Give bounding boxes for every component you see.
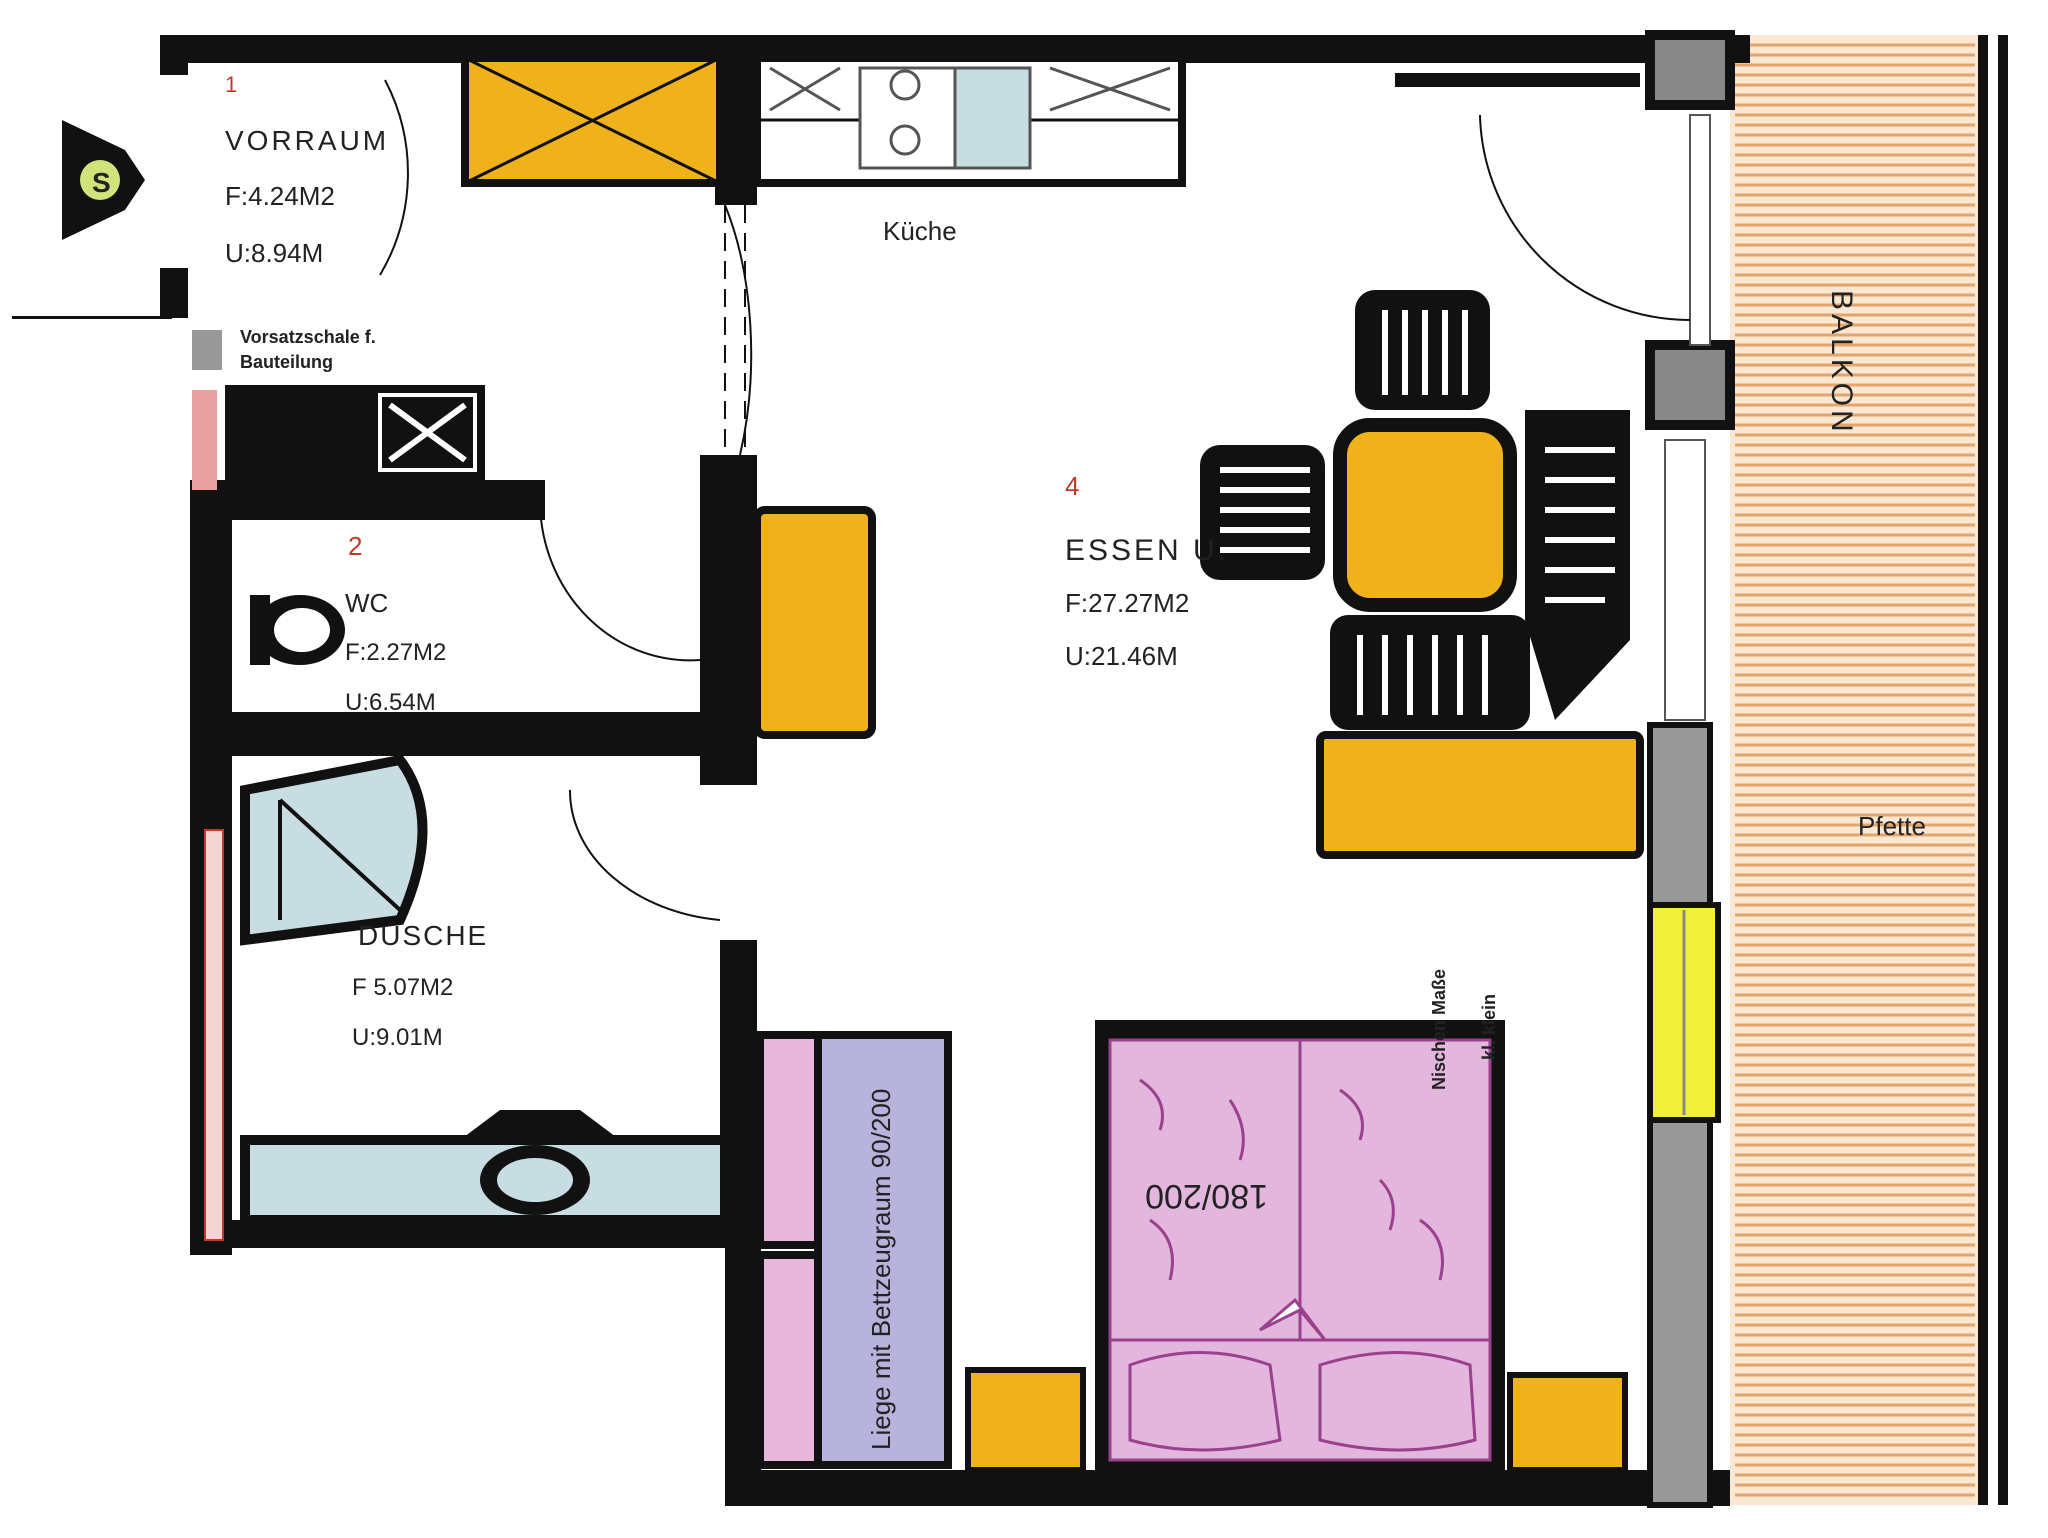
door-wc-swing [538, 499, 701, 662]
cabinet-wardrobe [753, 506, 876, 739]
pfette-label: Pfette [1858, 811, 1926, 841]
vorraum-name: VORRAUM [225, 125, 389, 156]
cabinets [753, 506, 1644, 1473]
sofa [756, 1031, 952, 1469]
essen-area: F:27.27M2 [1065, 588, 1189, 618]
door-kitchen-swing [724, 204, 753, 456]
wc-name: WC [345, 588, 388, 618]
sofa-label: Liege mit Bettzeugraum 90/200 [866, 1089, 896, 1450]
balcony-rail-outer [1998, 35, 2008, 1505]
chair-left [1200, 445, 1325, 580]
essen-perimeter: U:21.46M [1065, 641, 1178, 671]
balkon-label: BALKON [1825, 290, 1858, 436]
wall-mid-lower [700, 455, 757, 785]
balcony [1730, 35, 2008, 1505]
bed [1095, 1020, 1505, 1470]
wc-number: 2 [348, 531, 362, 561]
kueche-label: Küche [883, 216, 957, 246]
dusche-perimeter: U:9.01M [352, 1024, 443, 1051]
sanitary-wall-pink [192, 390, 217, 490]
note-line1: Nischen Maße [1429, 969, 1449, 1090]
window-right-upper [1689, 114, 1711, 346]
wall-entry-jamb-top [160, 35, 188, 75]
room-labels: 1 VORRAUM F:4.24M2 U:8.94M Küche Vorsatz… [225, 72, 1926, 1450]
nightstand-right [1507, 1372, 1628, 1473]
cabinet-sideboard [1316, 731, 1644, 859]
pillow-right [1318, 1351, 1477, 1452]
dusche-name: DUSCHE [358, 920, 488, 951]
kitchen [461, 54, 1186, 187]
vorraum-number: 1 [225, 72, 237, 97]
essen-number: 4 [1065, 471, 1079, 501]
wall-wc-bottom [190, 712, 750, 756]
vorraum-area: F:4.24M2 [225, 181, 335, 211]
shower [204, 754, 730, 1241]
chair-bottom [1330, 615, 1530, 730]
vorsatzschale-line1: Vorsatzschale f. [240, 327, 376, 347]
wc-perimeter: U:6.54M [345, 689, 436, 716]
pillar-top [1645, 30, 1735, 110]
compass-label: S [92, 167, 111, 198]
sofa-side-lower [756, 1251, 822, 1469]
sanitary-wall [192, 330, 545, 665]
sofa-body [814, 1031, 952, 1469]
sanitary-wall-grey [192, 330, 222, 370]
entry-line [12, 316, 172, 319]
note-line2: kl. klein [1479, 994, 1499, 1060]
vorraum-perimeter: U:8.94M [225, 238, 323, 268]
pillow-left [1128, 1351, 1282, 1452]
balcony-deck [1730, 35, 1978, 1505]
vorsatzschale-line3: Bauteilung [240, 352, 333, 372]
bed-pillows [1108, 1338, 1492, 1462]
bed-label: 180/200 [1145, 1177, 1268, 1215]
dusche-area: F 5.07M2 [352, 974, 453, 1001]
wall-bottom-left [725, 1240, 761, 1506]
door-swings [379, 73, 1691, 921]
chair-right [1525, 410, 1630, 720]
door-balcony-swing [1479, 114, 1691, 321]
balcony-stripes [1735, 43, 1975, 1497]
door-dusche-swing [568, 789, 721, 921]
wall-bottom [725, 1470, 1730, 1506]
dining-set [1200, 290, 1630, 730]
stove [858, 66, 962, 170]
dining-table [1333, 418, 1517, 612]
door-entry-swing [379, 79, 409, 276]
pillar-mid [1645, 340, 1735, 430]
wall-entry-jamb-bottom [160, 268, 188, 318]
sofa-side-upper [756, 1031, 822, 1249]
essen-name: ESSEN U. [1065, 534, 1229, 567]
bed-mattress-right [1298, 1038, 1492, 1342]
chair-top [1355, 290, 1490, 410]
balcony-rail-inner [1978, 35, 1988, 1505]
sink [953, 66, 1032, 170]
window-right-mid [1664, 439, 1706, 721]
nightstand-left [965, 1367, 1086, 1473]
compass: S [62, 120, 145, 240]
wc-area: F:2.27M2 [345, 639, 446, 666]
